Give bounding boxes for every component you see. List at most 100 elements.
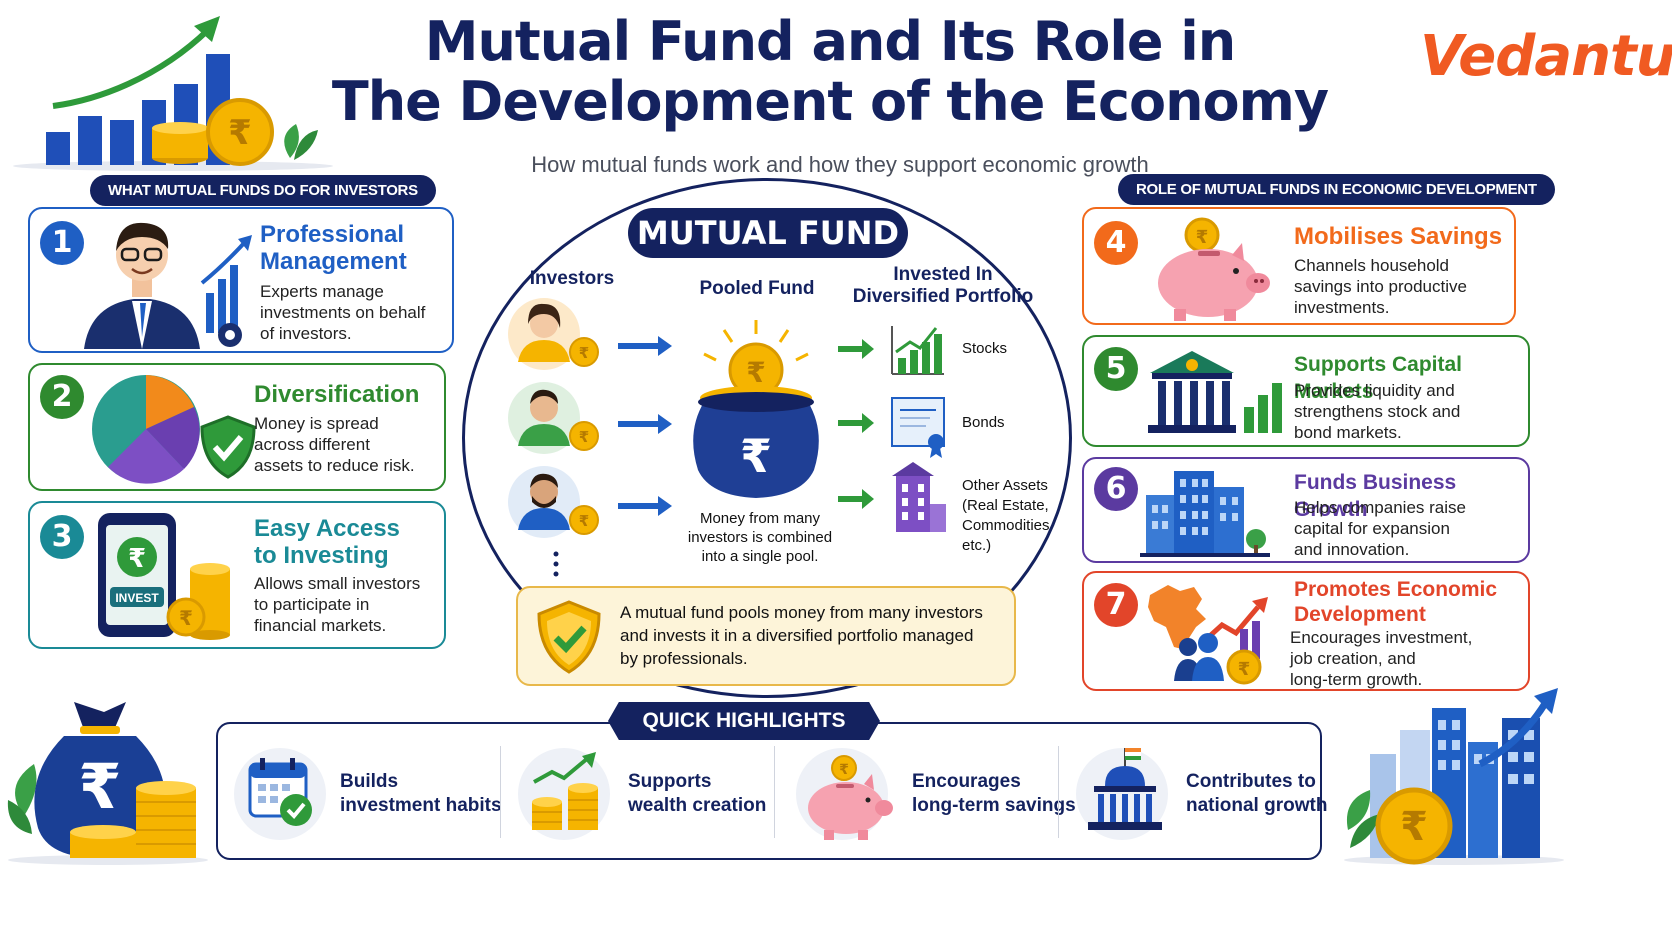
- card-text-line: long-term growth.: [1290, 670, 1423, 689]
- svg-text:₹: ₹: [839, 762, 849, 778]
- shield-check-icon: [534, 598, 604, 681]
- card-mobilises-savings: 4 ₹ Mobilises Savings Channels household…: [1082, 207, 1516, 325]
- card-number-badge: 4: [1094, 221, 1138, 265]
- highlight-label: Supports wealth creation: [628, 770, 766, 818]
- card-text-line: Provides liquidity and: [1294, 381, 1455, 400]
- quick-highlights-heading: QUICK HIGHLIGHTS: [608, 702, 880, 740]
- svg-text:₹: ₹: [579, 428, 589, 446]
- highlight-line: national growth: [1186, 795, 1328, 816]
- summary-note-text: A mutual fund pools money from many inve…: [620, 601, 1010, 670]
- card-text-line: and innovation.: [1294, 540, 1410, 559]
- card-text-line: investments.: [1294, 298, 1390, 317]
- india-growth-icon: ₹: [1136, 577, 1286, 694]
- header-growth-illustration: ₹: [8, 8, 338, 173]
- stock-exchange-building-icon: [1142, 345, 1292, 446]
- svg-text:₹: ₹: [78, 750, 121, 823]
- card-text-line: capital for expansion: [1294, 519, 1450, 538]
- note-line: by professionals.: [620, 649, 748, 668]
- card-title: Easy Access to Investing: [254, 515, 400, 569]
- mutual-fund-flow-illustration: ₹ ₹ ₹: [500, 290, 970, 595]
- mutual-fund-heading: MUTUAL FUND: [628, 208, 908, 258]
- title-line-2: The Development of the Economy: [331, 70, 1329, 133]
- stocks-chart-icon: [891, 326, 944, 375]
- highlight-label: Contributes to national growth: [1186, 770, 1327, 818]
- highlight-label: Encourages long-term savings: [912, 770, 1076, 818]
- card-funds-business-growth: 6 Funds Business Growth Helps companies: [1082, 457, 1530, 563]
- portfolio-heading-line: Diversified Portfolio: [852, 286, 1034, 307]
- card-number-badge: 7: [1094, 583, 1138, 627]
- card-title: Professional Management: [260, 221, 407, 275]
- highlight-line: investment habits: [340, 795, 502, 816]
- card-title-line: Diversification: [254, 381, 420, 408]
- card-number-badge: 3: [40, 515, 84, 559]
- card-title: Diversification: [254, 381, 419, 408]
- card-description: Helps companies raise capital for expans…: [1294, 497, 1466, 560]
- card-description: Channels household savings into producti…: [1294, 255, 1467, 318]
- card-text-line: assets to reduce risk.: [254, 456, 415, 475]
- card-title-line: Easy Access: [254, 515, 400, 542]
- card-text-line: strengthens stock and: [1294, 402, 1461, 421]
- card-title: Supports Capital Markets: [1294, 351, 1528, 405]
- summary-note-box: [516, 586, 1016, 686]
- card-promotes-economic-development: 7 ₹ Promotes Economic Development Encour…: [1082, 571, 1530, 691]
- note-line: A mutual fund pools money from many inve…: [620, 603, 983, 622]
- card-description: Allows small investors to participate in…: [254, 573, 420, 636]
- svg-text:₹: ₹: [746, 356, 765, 389]
- card-text-line: Experts manage: [260, 282, 384, 301]
- office-buildings-icon: [1140, 465, 1270, 564]
- title-line-1: Mutual Fund and Its Role in: [424, 10, 1236, 73]
- card-title: Promotes Economic Development: [1294, 577, 1497, 627]
- card-easy-access: 3 ₹ INVEST ₹ Easy Access to Investing Al…: [28, 501, 446, 649]
- investor-woman-icon: ₹: [508, 298, 599, 370]
- card-text-line: across different: [254, 435, 370, 454]
- card-description: Experts manage investments on behalf of …: [260, 281, 425, 344]
- svg-text:₹: ₹: [128, 544, 146, 574]
- card-title-line: Mobilises Savings: [1294, 223, 1503, 250]
- investors-column-heading: Investors: [529, 268, 615, 289]
- bonds-certificate-icon: [891, 397, 945, 458]
- svg-text:₹: ₹: [579, 512, 589, 530]
- right-section-heading: ROLE OF MUTUAL FUNDS IN ECONOMIC DEVELOP…: [1118, 174, 1555, 205]
- card-title-line: Management: [260, 248, 407, 275]
- asset-other-line: Commodities: [962, 517, 1050, 534]
- brand-logo: Vedantu: [1420, 24, 1672, 89]
- pool-caption-line: Money from many: [699, 510, 821, 527]
- highlight-line: Encourages: [912, 771, 1021, 792]
- card-title: Funds Business Growth: [1294, 469, 1528, 523]
- card-text-line: job creation, and: [1290, 649, 1416, 668]
- card-text-line: Helps companies raise: [1294, 498, 1466, 517]
- pooled-fund-pot-icon: ₹ ₹: [693, 320, 819, 498]
- card-title-line: to Investing: [254, 542, 389, 569]
- pooled-fund-caption: Money from many investors is combined in…: [670, 509, 850, 566]
- svg-text:₹: ₹: [179, 606, 193, 630]
- pie-chart-shield-icon: [88, 371, 258, 492]
- piggy-bank-icon: ₹: [796, 754, 896, 849]
- coins-growth-icon: [526, 752, 606, 839]
- card-description: Provides liquidity and strengthens stock…: [1294, 380, 1460, 443]
- page-subtitle: How mutual funds work and how they suppo…: [531, 152, 1149, 177]
- asset-stocks-label: Stocks: [962, 340, 1008, 357]
- card-description: Money is spread across different assets …: [254, 413, 415, 476]
- highlight-line: Contributes to: [1186, 771, 1316, 792]
- card-title-line: Development: [1294, 603, 1426, 626]
- card-diversification: 2 Diversification Money is spread across…: [28, 363, 446, 491]
- asset-bonds-label: Bonds: [962, 414, 1005, 431]
- card-title-line: Professional: [260, 221, 405, 248]
- card-text-line: savings into productive: [1294, 277, 1467, 296]
- pool-caption-line: investors is combined: [687, 529, 833, 546]
- card-number-badge: 6: [1094, 467, 1138, 511]
- card-text-line: financial markets.: [254, 616, 387, 635]
- card-professional-management: 1 Professional Management Experts manage…: [28, 207, 454, 353]
- card-title-line: Promotes Economic: [1294, 578, 1498, 601]
- left-section-heading: WHAT MUTUAL FUNDS DO FOR INVESTORS: [90, 175, 436, 206]
- highlight-divider: [1058, 746, 1059, 838]
- card-description: Encourages investment, job creation, and…: [1290, 627, 1472, 690]
- government-building-icon: [1080, 744, 1170, 841]
- card-text-line: investments on behalf: [260, 303, 426, 322]
- svg-text:₹: ₹: [579, 344, 589, 362]
- pooled-fund-heading: Pooled Fund: [699, 278, 815, 299]
- highlight-line: Builds: [340, 771, 399, 792]
- investor-arrows: [618, 336, 672, 516]
- city-growth-illustration: ₹: [1340, 680, 1568, 871]
- money-bag-coins-illustration: ₹: [4, 696, 210, 871]
